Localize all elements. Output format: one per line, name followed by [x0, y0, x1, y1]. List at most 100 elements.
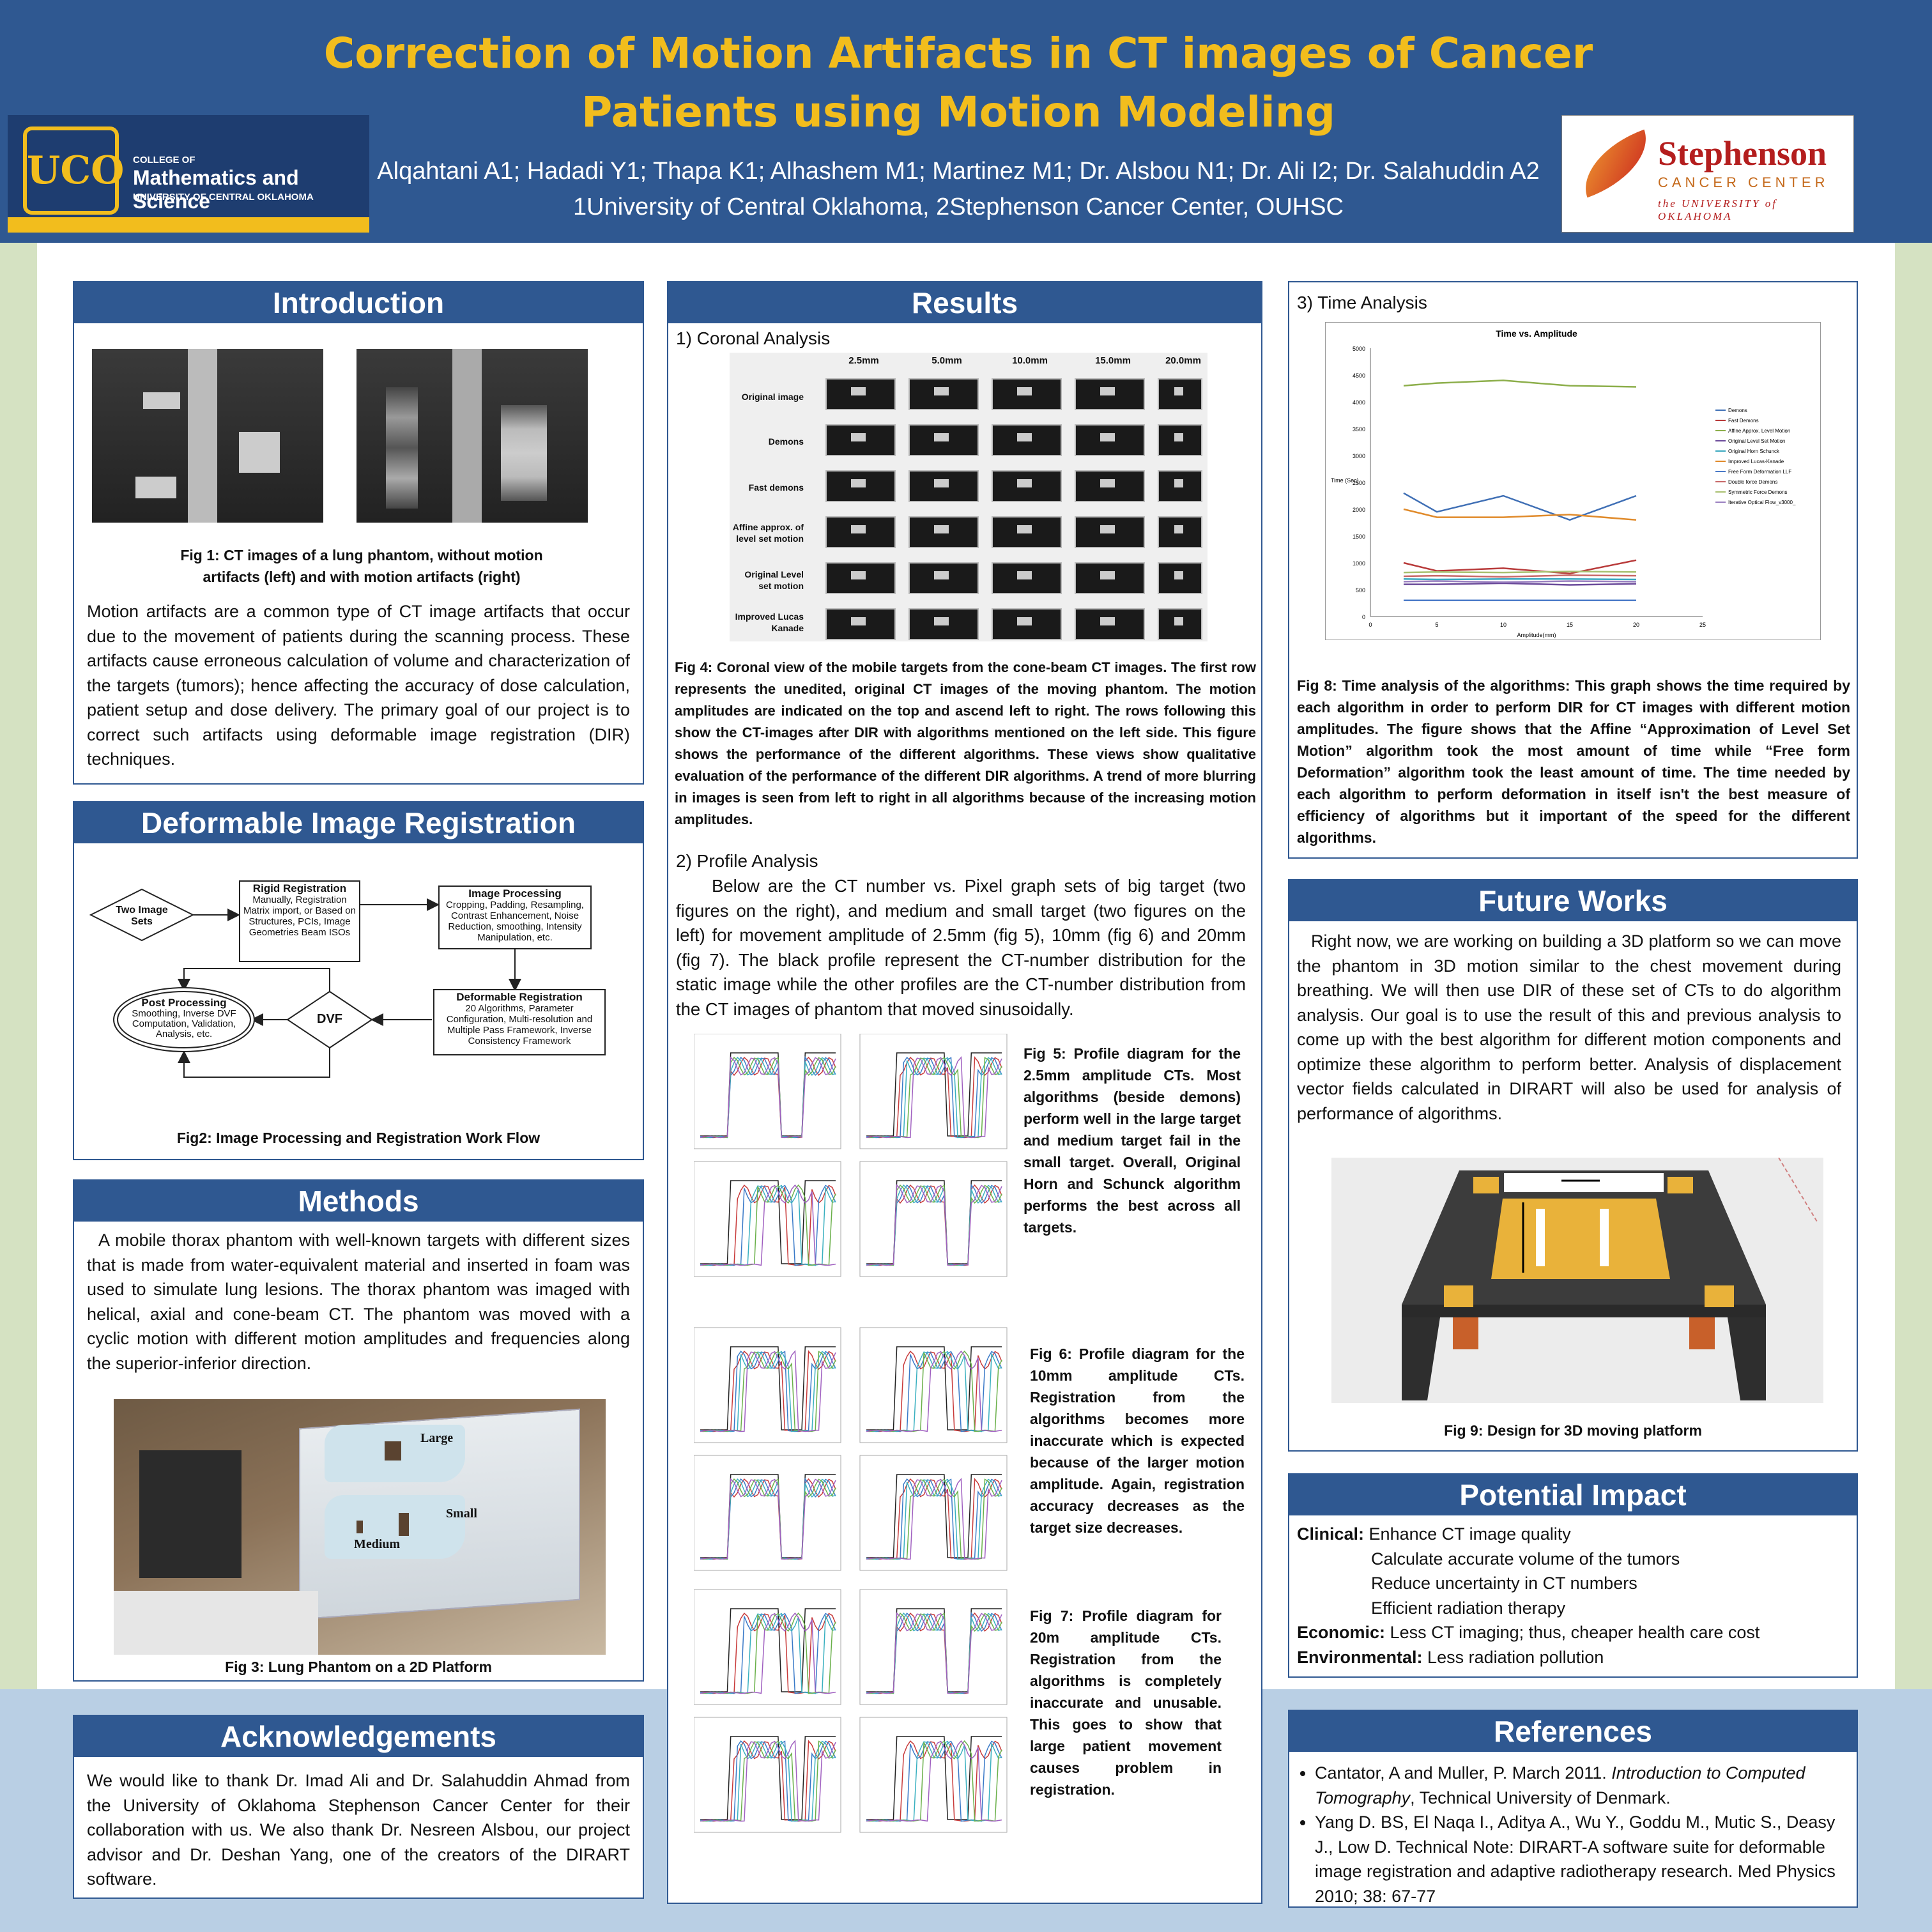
authors-block: Alqahtani A1; Hadadi Y1; Thapa K1; Alhas…: [319, 153, 1597, 225]
chart-title: Time vs. Amplitude: [1496, 328, 1577, 339]
coronal-thumbnail: [908, 470, 979, 502]
references-heading: References: [1289, 1711, 1857, 1752]
profile-curve: [700, 1056, 836, 1138]
coronal-thumbnail: [1158, 516, 1202, 548]
y-tick-label: 2000: [1353, 507, 1365, 513]
profile-plot-frame: [694, 1455, 841, 1571]
y-tick-label: 1000: [1353, 560, 1365, 567]
profile-plot-frame: [694, 1161, 841, 1277]
series-line: [1403, 559, 1637, 575]
y-tick-label: 0: [1362, 614, 1365, 620]
introduction-heading: Introduction: [74, 282, 643, 323]
coronal-thumbnail: [1075, 516, 1145, 548]
affiliations: 1University of Central Oklahoma, 2Stephe…: [573, 194, 1344, 220]
coronal-thumbnail: [825, 516, 896, 548]
coronal-thumbnail: [825, 470, 896, 502]
series-line: [1403, 580, 1637, 583]
profile-plot-frame: [694, 1034, 841, 1149]
y-axis-label: Time (Sec): [1331, 477, 1359, 484]
legend-entry: Improved Lucas-Kanade: [1728, 459, 1784, 464]
fig6-caption: Fig 6: Profile diagram for the 10mm ampl…: [1030, 1346, 1245, 1536]
reference-item: Cantator, A and Muller, P. March 2011. I…: [1315, 1761, 1851, 1810]
clinical-item: Calculate accurate volume of the tumors: [1371, 1549, 1680, 1568]
row-label-fast-demons: Fast demons: [748, 482, 804, 493]
fig1-caption: Fig 1: CT images of a lung phantom, with…: [180, 547, 543, 585]
coronal-thumbnail: [908, 516, 979, 548]
x-axis-label: Amplitude(mm): [1517, 632, 1556, 638]
title-line-2: Patients using Motion Modeling: [581, 88, 1335, 137]
future-text: Right now, we are working on building a …: [1297, 931, 1841, 1123]
acknowledgements-text: We would like to thank Dr. Imad Ali and …: [87, 1771, 630, 1889]
feather-icon: [1572, 129, 1660, 198]
coronal-thumbnail: [825, 378, 896, 410]
future-works-panel: Future Works Right now, we are working o…: [1288, 879, 1858, 1452]
uco-name: Mathematics and Science: [133, 166, 299, 213]
clinical-label: Clinical:: [1297, 1524, 1365, 1544]
coronal-thumbnail: [1075, 378, 1145, 410]
legend-entry: Affine Approx. Level Motion: [1728, 428, 1790, 434]
legend-entry: Iterative Optical Flow_v3000_: [1728, 500, 1796, 505]
environmental-text: Less radiation pollution: [1427, 1647, 1604, 1667]
y-tick-label: 500: [1356, 587, 1365, 594]
environmental-label: Environmental:: [1297, 1647, 1423, 1667]
profile-plot-frame: [859, 1589, 1008, 1705]
col-label-20.0mm: 20.0mm: [1165, 355, 1201, 366]
acknowledgements-panel: Acknowledgements We would like to thank …: [73, 1715, 644, 1899]
proc-title: Image Processing: [468, 887, 562, 900]
coronal-thumbnail: [908, 378, 979, 410]
uco-logo-bar: [8, 217, 369, 233]
reference-item: Yang D. BS, El Naqa I., Aditya A., Wu Y.…: [1315, 1810, 1851, 1908]
y-tick-label: 3000: [1353, 453, 1365, 459]
impact-list: Clinical: Enhance CT image quality Calcu…: [1284, 1522, 1854, 1669]
coronal-thumbnail: [992, 470, 1062, 502]
profile-heading: 2) Profile Analysis: [676, 851, 818, 871]
legend-entry: Double force Demons: [1728, 479, 1777, 485]
platform-design-figure: [1331, 1158, 1823, 1403]
results-heading: Results: [668, 282, 1261, 323]
x-tick-label: 0: [1368, 622, 1372, 628]
sc-sub: CANCER CENTER: [1658, 174, 1829, 190]
coronal-thumbnail: [825, 608, 896, 640]
clinical-item: Reduce uncertainty in CT numbers: [1371, 1574, 1637, 1593]
acknowledgements-heading: Acknowledgements: [74, 1716, 643, 1757]
coronal-thumbnail: [1158, 424, 1202, 456]
uco-college: COLLEGE OF: [133, 155, 195, 165]
uco-mark: UCO: [23, 126, 124, 215]
coronal-thumbnail: [1075, 608, 1145, 640]
dvf-label: DVF: [317, 1012, 342, 1026]
profile-curve: [866, 1056, 1002, 1138]
series-line: [1403, 492, 1637, 521]
coronal-thumbnail: [1075, 424, 1145, 456]
profile-text: Below are the CT number vs. Pixel graph …: [676, 876, 1246, 1019]
profile-curve: [700, 1478, 836, 1560]
profile-plot-frame: [859, 1717, 1008, 1833]
dir-panel: Deformable Image Registration Two Image …: [73, 801, 644, 1160]
legend-entry: Symmetric Force Demons: [1728, 489, 1787, 495]
col-label-10.0mm: 10.0mm: [1012, 355, 1048, 366]
workflow-arrows: [89, 888, 521, 1078]
sc-name: Stephenson: [1658, 134, 1827, 172]
stephenson-logo: Stephenson CANCER CENTER the UNIVERSITY …: [1561, 115, 1854, 233]
label-large: Large: [420, 1431, 454, 1445]
fig8-caption: Fig 8: Time analysis of the algorithms: …: [1297, 677, 1850, 846]
fig2-caption: Fig2: Image Processing and Registration …: [176, 1130, 540, 1146]
poster-title: Correction of Motion Artifacts in CT ima…: [319, 24, 1597, 142]
row-label-demons: Demons: [768, 436, 804, 447]
coronal-thumbnail: [1075, 562, 1145, 594]
y-tick-label: 1500: [1353, 533, 1365, 540]
poster-header: Correction of Motion Artifacts in CT ima…: [0, 0, 1932, 243]
coronal-thumbnail: [825, 562, 896, 594]
coronal-thumbnail: [992, 378, 1062, 410]
ref1-title: Introduction to Computed Tomography: [1315, 1763, 1805, 1807]
coronal-thumbnail: [1158, 562, 1202, 594]
col-label-15.0mm: 15.0mm: [1095, 355, 1131, 366]
series-line: [1404, 582, 1637, 586]
legend-entry: Fast Demons: [1728, 418, 1759, 424]
methods-text: A mobile thorax phantom with well-known …: [87, 1230, 630, 1373]
row-label-original: Original image: [741, 392, 804, 402]
profile-curve: [866, 1184, 1002, 1266]
coronal-thumbnail: [992, 608, 1062, 640]
profile-curve: [700, 1740, 836, 1822]
fig4-caption: Fig 4: Coronal view of the mobile target…: [675, 659, 1256, 827]
